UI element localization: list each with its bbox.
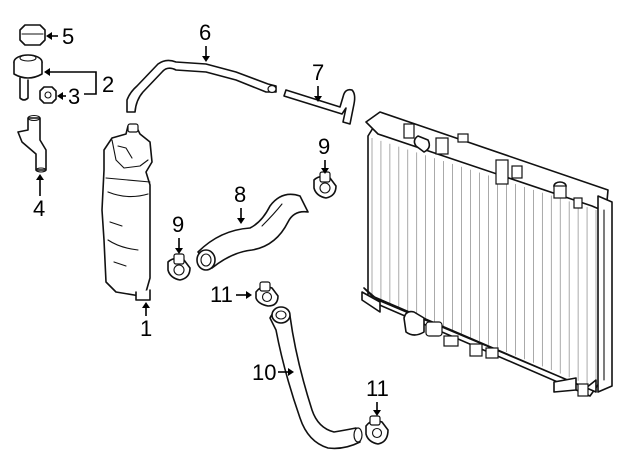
- lower-hose-part[interactable]: [269, 306, 363, 450]
- callout-9-right-label: 9: [318, 134, 330, 159]
- nut-part[interactable]: [39, 86, 57, 104]
- callout-10: 10: [252, 360, 294, 385]
- callout-6: 6: [199, 20, 211, 62]
- hose-clamp-11-upper[interactable]: [255, 281, 279, 307]
- radiator-core-fins: [371, 138, 597, 388]
- small-hose-part[interactable]: [17, 114, 47, 173]
- callout-1: 1: [140, 302, 152, 341]
- hose-clamp-upper-right[interactable]: [313, 171, 337, 199]
- callout-8: 8: [234, 182, 246, 224]
- callout-6-label: 6: [199, 20, 211, 45]
- callout-11-lower: 11: [366, 376, 389, 416]
- callout-5-label: 5: [62, 24, 74, 49]
- callout-4: 4: [33, 174, 45, 221]
- upper-hose-part[interactable]: [196, 193, 309, 271]
- callout-9-left: 9: [172, 212, 184, 254]
- callout-11-upper-label: 11: [210, 282, 233, 307]
- callout-7-label: 7: [312, 60, 324, 85]
- callout-2-label: 2: [102, 72, 114, 97]
- hose-clamp-11-lower[interactable]: [365, 415, 389, 445]
- callout-11-upper: 11: [210, 282, 252, 307]
- radiator-assembly[interactable]: [361, 111, 613, 397]
- callout-4-label: 4: [33, 196, 45, 221]
- callout-9-left-label: 9: [172, 212, 184, 237]
- pressure-valve-part[interactable]: [13, 54, 43, 101]
- callout-9-right: 9: [318, 134, 330, 174]
- callout-8-label: 8: [234, 182, 246, 207]
- callout-3-label: 3: [68, 84, 80, 109]
- coolant-reservoir-part[interactable]: [101, 123, 153, 301]
- bent-tube-part[interactable]: [283, 88, 356, 125]
- callout-5: 5: [46, 24, 74, 49]
- callout-1-label: 1: [140, 316, 152, 341]
- reservoir-cap-part[interactable]: [19, 24, 46, 46]
- callout-3: 3: [57, 84, 80, 109]
- hose-clamp-left[interactable]: [167, 253, 191, 281]
- callout-11-lower-label: 11: [366, 376, 389, 401]
- callout-10-label: 10: [252, 360, 276, 385]
- callout-2: 2: [44, 68, 114, 97]
- callout-7: 7: [312, 60, 324, 102]
- overflow-tube-part[interactable]: [126, 59, 277, 113]
